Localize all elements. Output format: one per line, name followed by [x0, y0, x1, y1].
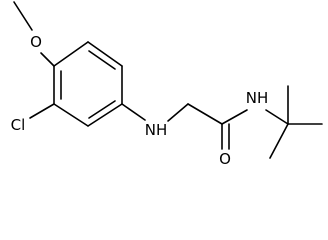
atom-label-o-methoxy: O — [30, 33, 42, 51]
bond-cq-methyl-bottom — [269, 123, 289, 159]
ring-bond-2 — [87, 41, 123, 67]
ring-double-1 — [88, 50, 116, 70]
atom-label-cl: Cl — [11, 116, 26, 134]
molecule-structure: O Cl NH O NH — [11, 1, 323, 168]
ring-double-2 — [88, 100, 116, 119]
bond-ring-nh — [121, 103, 146, 121]
atom-label-nh-amine: NH — [145, 121, 168, 139]
bond-ch2-c — [187, 103, 223, 125]
bond-methyl-o — [13, 1, 33, 31]
ring-bond-1 — [53, 41, 89, 67]
bond-nh-cq — [265, 109, 289, 125]
atom-label-o-carbonyl: O — [219, 150, 231, 168]
bond-ring-cl — [29, 103, 55, 119]
bond-c-nh — [221, 109, 248, 125]
bond-o-ring — [40, 52, 55, 67]
bond-nh-ch2 — [167, 103, 189, 122]
ring-bond-5 — [53, 103, 89, 127]
atom-label-nh-amide: NH — [246, 89, 269, 107]
ring-bond-4 — [87, 103, 123, 127]
